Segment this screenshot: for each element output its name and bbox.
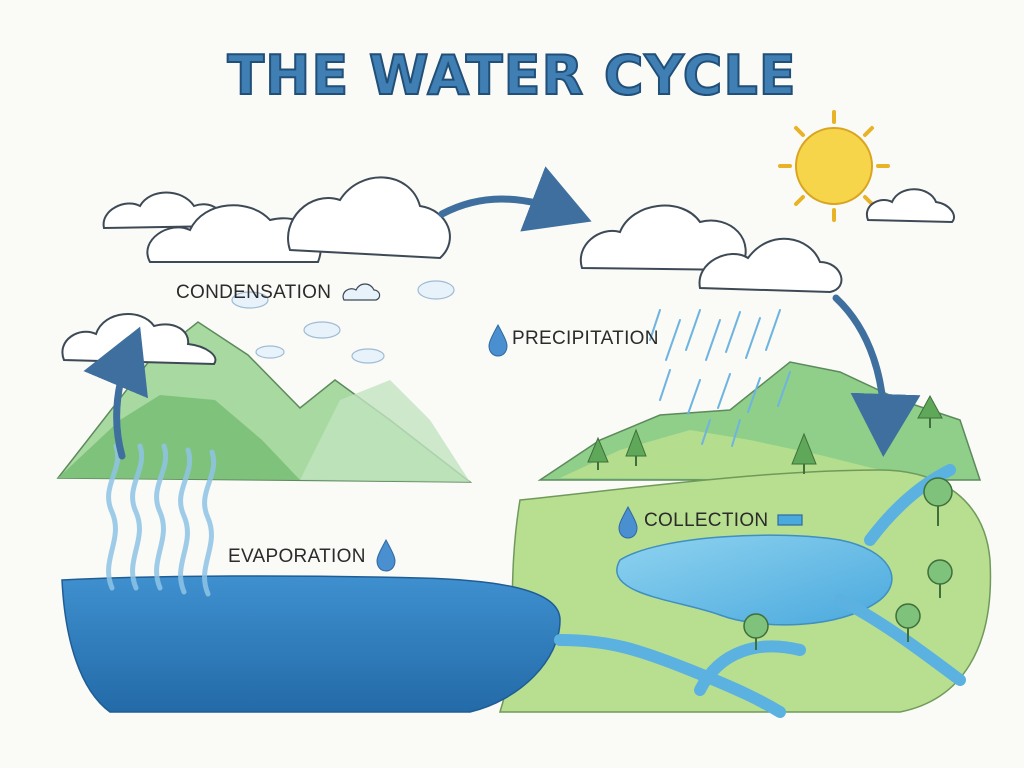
ocean [61, 575, 561, 713]
cloud-icon [61, 176, 955, 366]
vapor-icon [106, 443, 217, 597]
small-cloud-icon-next-to-label [342, 283, 381, 301]
river [554, 464, 966, 718]
small-cloud-icon [231, 280, 455, 364]
water-tray-icon [777, 514, 803, 526]
tree-icon [587, 394, 953, 650]
label-collection: COLLECTION [644, 510, 769, 531]
label-precipitation: PRECIPITATION [512, 328, 659, 349]
lake [616, 534, 893, 626]
droplet-icon [376, 323, 638, 572]
sun-icon [778, 110, 890, 222]
rain-icon [649, 309, 791, 447]
diagram-title: THE WATER CYCLE [226, 43, 797, 108]
label-condensation: CONDENSATION [176, 282, 332, 303]
arrow-icon [83, 166, 921, 460]
label-evaporation: EVAPORATION [228, 546, 366, 567]
